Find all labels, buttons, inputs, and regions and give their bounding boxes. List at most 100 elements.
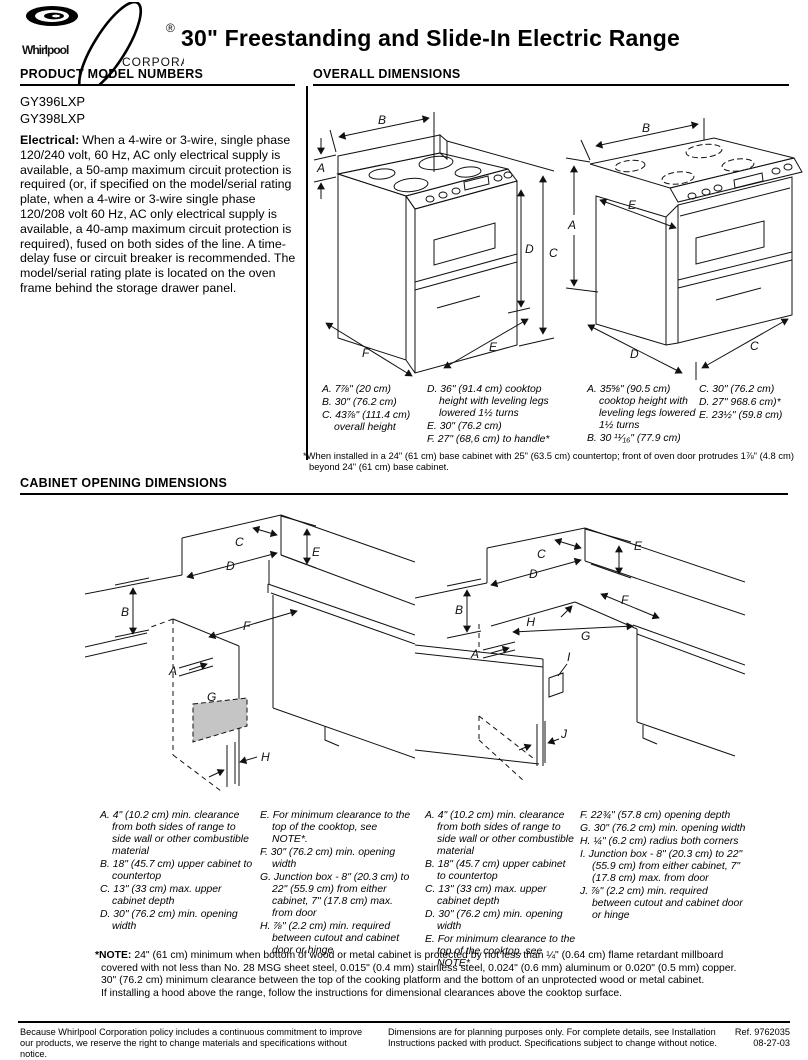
vertical-divider <box>306 86 308 460</box>
footer-divider <box>18 1021 790 1023</box>
dim-item: D. 27" 968.6 cm)* <box>699 397 781 408</box>
dim-label-b: B <box>121 605 129 619</box>
dim-label-c: C <box>549 246 558 260</box>
note-paragraph: *NOTE:24" (61 cm) minimum when bottom of… <box>95 950 763 975</box>
dim-item: C. 43⅞" (111.4 cm) overall height <box>322 410 411 433</box>
dim-label-f: F <box>362 346 370 360</box>
freestanding-range-diagram: A B C D E F <box>312 110 558 380</box>
page-title: 30" Freestanding and Slide-In Electric R… <box>181 25 680 51</box>
dim-item: C. 13" (33 cm) max. upper cabinet depth <box>100 884 222 907</box>
si-dim-list-col1: A. 35⅝" (90.5 cm) cooktop height with le… <box>587 384 699 446</box>
dim-label-a: A <box>316 161 325 175</box>
registered-mark: ® <box>166 21 175 35</box>
dim-label-e: E <box>312 545 321 559</box>
dim-label-c: C <box>235 535 244 549</box>
dim-label-a: A <box>567 218 576 232</box>
slidein-range-diagram: A B C D E <box>566 110 804 380</box>
footer-disclaimer: Dimensions are for planning purposes onl… <box>388 1027 717 1048</box>
dim-item: D. 30" (76.2 cm) min. opening width <box>100 909 238 932</box>
dim-label-h: H <box>261 750 270 764</box>
electrical-text: When a 4-wire or 3-wire, single phase 12… <box>20 133 296 295</box>
dim-item: B. 18" (45.7 cm) upper cabinet to counte… <box>425 859 566 882</box>
dim-label-g: G <box>581 629 590 643</box>
dim-item: A. 7⅞" (20 cm) <box>322 384 391 395</box>
dim-item: E. 30" (76.2 cm) <box>427 421 502 432</box>
divider <box>313 84 789 86</box>
model-number: GY398LXP <box>20 111 86 126</box>
dim-item: C. 13" (33 cm) max. upper cabinet depth <box>425 884 547 907</box>
dim-item: G. 30" (76.2 cm) min. opening width <box>580 823 746 834</box>
footer-date: 08-27-03 <box>753 1038 790 1048</box>
note-label: *NOTE: <box>95 950 132 961</box>
dim-label-h: H <box>526 615 535 629</box>
divider <box>20 84 295 86</box>
product-models-heading: PRODUCT MODEL NUMBERS <box>20 67 204 81</box>
dim-item: B. 30 ¹¹⁄₁₆" (77.9 cm) <box>587 433 681 444</box>
dim-item: F. 30" (76.2 cm) min. opening width <box>260 847 396 870</box>
dim-item: I. Junction box - 8" (20.3 cm) to 22" (5… <box>580 849 743 884</box>
cabinet-dimensions-heading: CABINET OPENING DIMENSIONS <box>20 476 228 490</box>
note-block: *NOTE:24" (61 cm) minimum when bottom of… <box>95 950 763 1000</box>
footer-reference: Ref. 9762035 08-27-03 <box>685 1027 790 1049</box>
fs-dim-list-col2: D. 36" (91.4 cm) cooktop height with lev… <box>427 384 555 447</box>
dim-item: H. ¼" (6.2 cm) radius both corners <box>580 836 739 847</box>
overall-footnote: *When installed in a 24" (61 cm) base ca… <box>303 450 794 472</box>
cabinet-opening-diagram-slidein: A B C D E F G H I J <box>415 498 745 808</box>
dim-item: H. ⅞" (2.2 cm) min. required between cut… <box>260 921 400 956</box>
note-text: 24" (61 cm) minimum when bottom of wood … <box>101 950 737 974</box>
note-paragraph: If installing a hood above the range, fo… <box>101 987 622 999</box>
si-dim-list-col2: C. 30" (76.2 cm) D. 27" 968.6 cm)* E. 23… <box>699 384 804 423</box>
dim-label-e: E <box>628 198 637 212</box>
dim-label-f: F <box>621 593 629 607</box>
model-number-list: GY396LXP GY398LXP <box>20 93 85 127</box>
dim-label-d: D <box>525 242 534 256</box>
dim-label-j: J <box>560 727 568 741</box>
dim-label-e: E <box>489 340 498 354</box>
dim-label-i: I <box>567 650 571 664</box>
cabinet-dim-list-col2: E. For minimum clearance to the top of t… <box>260 810 415 958</box>
dim-label-c: C <box>750 339 759 353</box>
dim-label-f: F <box>243 619 251 633</box>
dim-label-b: B <box>455 603 463 617</box>
dim-label-b: B <box>642 121 650 135</box>
footer-ref-number: Ref. 9762035 <box>734 1027 790 1037</box>
cabinet-opening-diagram-freestanding: A B C D E F G H <box>85 498 415 808</box>
dim-item: E. For minimum clearance to the top of t… <box>260 810 411 845</box>
electrical-paragraph: Electrical:When a 4-wire or 3-wire, sing… <box>20 133 296 296</box>
cabinet-dim-list-col1: A. 4" (10.2 cm) min. clearance from both… <box>100 810 255 934</box>
whirlpool-swirl-icon <box>26 6 78 26</box>
dim-item: A. 4" (10.2 cm) min. clearance from both… <box>100 810 249 857</box>
note-paragraph: 30" (76.2 cm) minimum clearance between … <box>101 975 705 987</box>
dim-item: J. ⅞" (2.2 cm) min. required between cut… <box>580 886 743 921</box>
dim-item: B. 30" (76.2 cm) <box>322 397 397 408</box>
dim-label-a: A <box>470 647 479 661</box>
dim-item: F. 27" (68,6 cm) to handle* <box>427 434 550 445</box>
dim-item: E. 23½" (59.8 cm) <box>699 410 783 421</box>
overall-dimensions-heading: OVERALL DIMENSIONS <box>313 67 461 81</box>
dim-item: B. 18" (45.7 cm) upper cabinet to counte… <box>100 859 253 882</box>
footer-policy: Because Whirlpool Corporation policy inc… <box>20 1027 363 1059</box>
dim-item: G. Junction box - 8" (20.3 cm) to 22" (5… <box>260 872 410 919</box>
dim-label-g: G <box>207 690 216 704</box>
dim-label-e: E <box>634 539 643 553</box>
cabinet-dim-list-col4: F. 22¾" (57.8 cm) opening depth G. 30" (… <box>580 810 748 923</box>
logo-wordmark: Whirlpool <box>22 43 69 57</box>
dim-label-b: B <box>378 113 386 127</box>
dim-item: F. 22¾" (57.8 cm) opening depth <box>580 810 731 821</box>
dim-label-a: A <box>168 664 177 678</box>
dim-item: E. For minimum clearance to the top of t… <box>425 934 576 969</box>
model-number: GY396LXP <box>20 94 86 109</box>
dim-item: A. 4" (10.2 cm) min. clearance from both… <box>425 810 574 857</box>
divider <box>20 493 788 495</box>
dim-item: D. 36" (91.4 cm) cooktop height with lev… <box>427 384 549 419</box>
cabinet-dim-list-col3: A. 4" (10.2 cm) min. clearance from both… <box>425 810 577 971</box>
fs-dim-list-col1: A. 7⅞" (20 cm) B. 30" (76.2 cm) C. 43⅞" … <box>322 384 424 435</box>
electrical-label: Electrical: <box>20 133 80 147</box>
dim-label-c: C <box>537 547 546 561</box>
dim-item: C. 30" (76.2 cm) <box>699 384 775 395</box>
dim-label-d: D <box>226 559 235 573</box>
dim-label-d: D <box>529 567 538 581</box>
dim-label-d: D <box>630 347 639 361</box>
dim-item: A. 35⅝" (90.5 cm) cooktop height with le… <box>587 384 696 431</box>
